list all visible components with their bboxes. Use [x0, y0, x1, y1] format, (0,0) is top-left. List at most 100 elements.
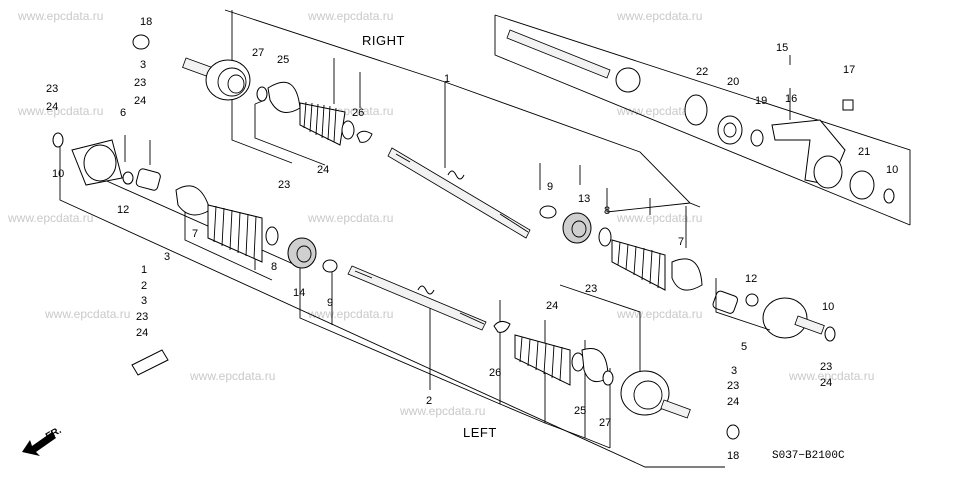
part-callout: 23 — [278, 179, 290, 191]
outer-cv-joint-left — [620, 370, 670, 416]
part-callout: 24 — [134, 95, 146, 107]
watermark: www.epcdata.ru — [17, 9, 103, 23]
clip-ring — [256, 86, 268, 102]
tripod-joint — [712, 290, 739, 314]
part-callout: 21 — [858, 146, 870, 158]
part-callout: 24 — [727, 396, 739, 408]
small-clip — [356, 130, 373, 143]
part-callout: 3 — [141, 295, 147, 307]
part-callout: 20 — [727, 76, 739, 88]
part-callout: 27 — [252, 47, 264, 59]
part-callout: 24 — [317, 164, 329, 176]
clip-ring — [602, 370, 614, 386]
part-callout: 25 — [574, 405, 586, 417]
outer-boot — [299, 101, 346, 146]
inner-boot-left — [207, 204, 263, 263]
right-half-shaft — [387, 147, 531, 239]
stop-ring — [265, 226, 279, 246]
part-callout: 7 — [678, 236, 684, 248]
flange-bolt — [842, 99, 854, 111]
set-ring — [52, 132, 64, 148]
watermark: www.epcdata.ru — [616, 104, 702, 118]
watermark: www.epcdata.ru — [307, 9, 393, 23]
boot-band — [671, 258, 703, 291]
spindle-nut — [132, 34, 150, 50]
part-callout: 15 — [776, 42, 788, 54]
circlip — [745, 293, 759, 307]
outer-boot-left — [514, 334, 571, 386]
part-callout: 6 — [120, 107, 126, 119]
tripod-joint — [135, 168, 161, 191]
special-tool — [131, 349, 169, 376]
part-callout: 25 — [277, 54, 289, 66]
part-callout: 26 — [352, 107, 364, 119]
part-callout: 24 — [46, 101, 58, 113]
set-ring — [883, 188, 895, 204]
dynamic-damper-band — [322, 259, 338, 273]
part-callout: 18 — [727, 450, 739, 462]
left-shaft-assembly — [52, 34, 740, 468]
snap-ring — [684, 94, 708, 126]
right-side-label: RIGHT — [362, 33, 405, 48]
part-callout: 18 — [140, 16, 152, 28]
left-side-label: LEFT — [463, 425, 497, 440]
part-callout: 3 — [140, 59, 146, 71]
part-callout: 13 — [578, 193, 590, 205]
inner-boot-right — [611, 239, 666, 291]
part-callout: 9 — [547, 181, 553, 193]
part-callout: 24 — [820, 377, 832, 389]
watermark: www.epcdata.ru — [616, 9, 702, 23]
right-shaft-assembly — [182, 9, 836, 342]
part-callout: 2 — [141, 280, 147, 292]
dust-seal — [849, 170, 875, 200]
front-direction-arrow: FR. — [22, 425, 64, 456]
part-callout: 1 — [444, 73, 450, 85]
boot-band — [175, 185, 211, 216]
left-half-shaft — [347, 265, 487, 331]
watermark: www.epcdata.ru — [307, 307, 393, 321]
watermark: www.epcdata.ru — [44, 307, 130, 321]
callout-numbers: 18 3 23 24 23 24 6 10 12 27 25 23 24 26 … — [46, 16, 898, 462]
part-callout: 2 — [426, 395, 432, 407]
part-callout: 12 — [117, 204, 129, 216]
intermediate-shaft-assembly — [494, 14, 911, 226]
part-callout: 23 — [820, 361, 832, 373]
part-callout: 10 — [886, 164, 898, 176]
front-label: FR. — [44, 425, 64, 443]
part-callout: 26 — [489, 367, 501, 379]
stop-ring — [598, 227, 612, 247]
part-callout: 8 — [271, 261, 277, 273]
intermediate-shaft-flange — [615, 67, 641, 93]
intermediate-shaft — [506, 29, 611, 79]
part-callout: 7 — [192, 228, 198, 240]
part-callout: 24 — [546, 300, 558, 312]
part-callout: 10 — [822, 301, 834, 313]
part-callout: 24 — [136, 327, 148, 339]
part-callout: 23 — [46, 83, 58, 95]
part-callout: 3 — [731, 365, 737, 377]
part-callout: 14 — [293, 287, 305, 299]
watermark: www.epcdata.ru — [788, 369, 874, 383]
part-callout: 19 — [755, 95, 767, 107]
part-callout: 17 — [843, 64, 855, 76]
part-callout: 22 — [696, 66, 708, 78]
part-callout: 5 — [741, 341, 747, 353]
part-callout: 16 — [785, 93, 797, 105]
part-callout: 1 — [141, 264, 147, 276]
part-callout: 23 — [585, 283, 597, 295]
watermark: www.epcdata.ru — [17, 104, 103, 118]
part-callout: 9 — [327, 297, 333, 309]
part-callout: 10 — [52, 168, 64, 180]
watermark: www.epcdata.ru — [307, 211, 393, 225]
circlip — [750, 129, 764, 147]
watermark: www.epcdata.ru — [189, 369, 275, 383]
spindle-nut — [726, 424, 740, 440]
watermark: www.epcdata.ru — [7, 211, 93, 225]
dynamic-damper-band — [539, 205, 557, 219]
part-callout: 8 — [604, 205, 610, 217]
bearing — [717, 115, 743, 145]
boot-clamp — [341, 120, 355, 140]
small-clip — [493, 320, 511, 333]
